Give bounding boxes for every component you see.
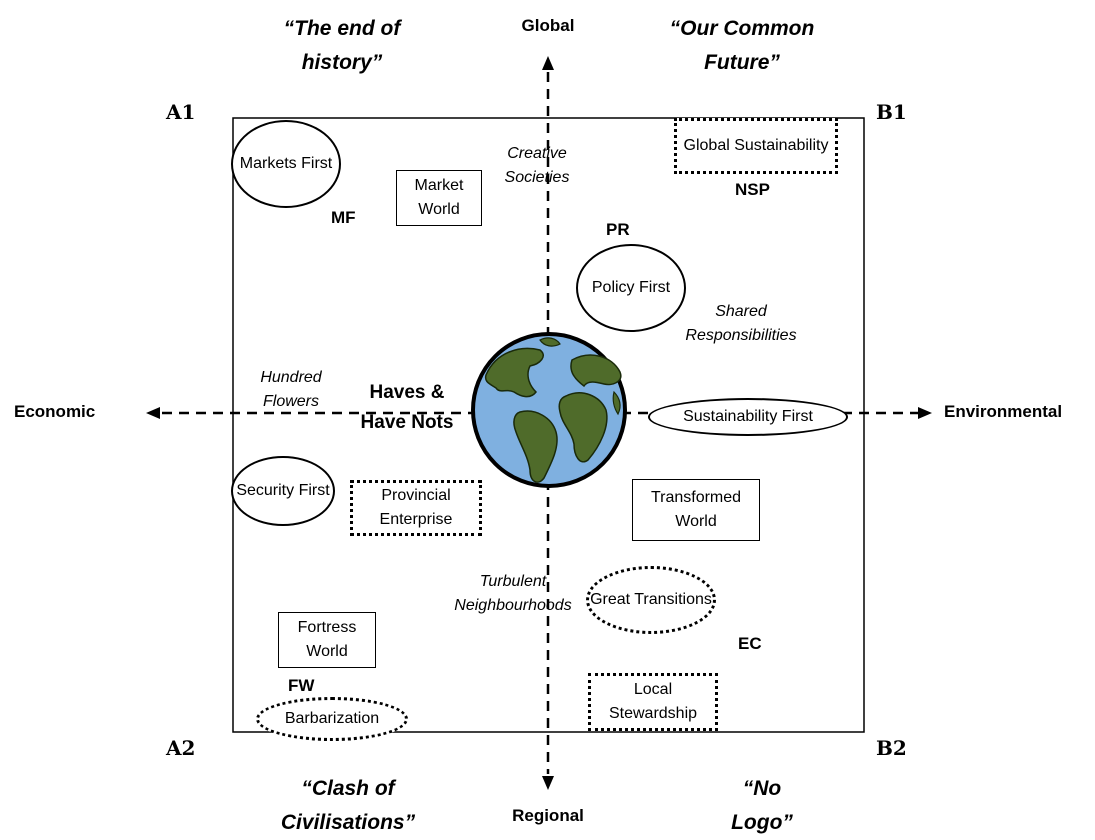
scenario-global-sustainability: Global Sustainability: [674, 118, 838, 174]
scenario-policy-first: Policy First: [576, 244, 686, 332]
scenario-provincial-enterprise: Provincial Enterprise: [350, 480, 482, 536]
corner-a2: A2: [166, 736, 196, 760]
scenario-security-first: Security First: [231, 456, 335, 526]
label-creative-societies: Creative Societies: [504, 145, 570, 186]
scenario-markets-first: Markets First: [231, 120, 341, 208]
axis-label-global: Global: [521, 16, 575, 35]
label-haves-and-have-nots: Haves & Have Nots: [360, 382, 454, 433]
quote-no-logo: “No Logo”: [731, 777, 793, 834]
quote-our-common-future: “Our Common Future”: [669, 17, 815, 74]
quote-end-of-history: “The end of history”: [283, 17, 401, 74]
arrow-right-icon: [918, 407, 932, 419]
scenario-fortress-world: Fortress World: [278, 612, 376, 668]
scenario-market-world: Market World: [396, 170, 482, 226]
code-nsp: NSP: [735, 180, 770, 199]
label-turbulent-neighbourhoods: Turbulent Neighbourhoods: [454, 573, 572, 614]
label-hundred-flowers: Hundred Flowers: [260, 369, 322, 410]
scenario-transformed-world: Transformed World: [632, 479, 760, 541]
scenario-local-stewardship: Local Stewardship: [588, 673, 718, 731]
arrow-left-icon: [146, 407, 160, 419]
scenario-frame: [232, 117, 865, 733]
scenario-sustainability-first: Sustainability First: [648, 398, 848, 436]
corner-b2: B2: [876, 736, 907, 760]
scenario-great-transitions: Great Transitions: [586, 566, 716, 634]
axis-label-economic: Economic: [14, 402, 96, 421]
corner-b1: B1: [876, 100, 907, 124]
axis-label-regional: Regional: [512, 806, 584, 825]
label-shared-responsibilities: Shared Responsibilities: [685, 303, 797, 344]
code-mf: MF: [331, 208, 356, 227]
quote-clash-of-civilisations: “Clash of Civilisations”: [280, 777, 416, 834]
arrow-up-icon: [542, 56, 554, 70]
vertical-axis: [542, 56, 554, 790]
arrow-down-icon: [542, 776, 554, 790]
globe-icon: [471, 332, 627, 488]
corner-a1: A1: [166, 100, 196, 124]
axis-label-environmental: Environmental: [944, 402, 1063, 421]
scenario-barbarization: Barbarization: [256, 697, 408, 741]
code-pr: PR: [606, 220, 630, 239]
code-fw: FW: [288, 676, 315, 695]
code-ec: EC: [738, 634, 762, 653]
